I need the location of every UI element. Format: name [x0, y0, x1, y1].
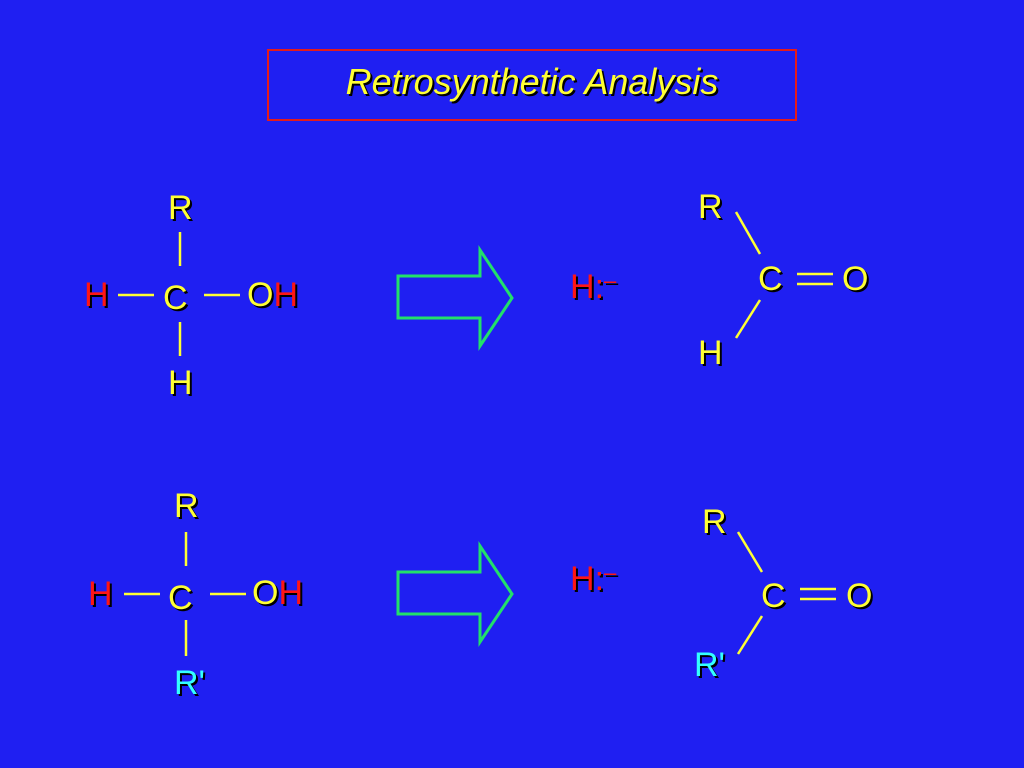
p2-oxygen: O — [846, 577, 873, 615]
bond-p2-r — [736, 531, 764, 573]
r2-reactant-bottom: R' — [174, 664, 206, 702]
title-box: Retrosynthetic Analysis — [267, 49, 797, 121]
retro-arrow-1 — [396, 245, 514, 351]
bond-p1-r — [734, 211, 762, 255]
r2-reactant-top: R — [174, 487, 199, 525]
bond-p1-h — [734, 299, 762, 339]
r1-reactant-bottom: H — [168, 364, 193, 402]
bond-p2-rprime — [736, 615, 764, 655]
r2-hydride-h: H — [570, 560, 595, 598]
r2-hydride: H:– — [570, 560, 617, 598]
slide-title: Retrosynthetic Analysis — [345, 61, 719, 102]
retro-arrow-2 — [396, 541, 514, 647]
r2-reactant-left-h: H — [88, 575, 113, 613]
r1-reactant-o: O — [247, 276, 274, 314]
r1-hydride-dots: : — [594, 268, 605, 306]
p1-oxygen: O — [842, 260, 869, 298]
r2-reactant-h: H — [278, 574, 304, 612]
r1-reactant-h: H — [273, 276, 299, 314]
p1-r: R — [698, 188, 723, 226]
p2-r: R — [702, 503, 727, 541]
r1-reactant-oh: OH — [247, 278, 298, 312]
r2-hydride-charge: – — [604, 560, 617, 585]
r1-hydride: H:– — [570, 268, 617, 306]
r2-reactant-carbon: C — [168, 579, 193, 617]
p2-carbon: C — [761, 577, 786, 615]
r1-hydride-charge: – — [604, 268, 617, 293]
r1-reactant-top: R — [168, 189, 193, 227]
r1-reactant-carbon: C — [163, 279, 188, 317]
r2-hydride-dots: : — [594, 560, 605, 598]
r2-reactant-oh: OH — [252, 576, 303, 610]
p1-carbon: C — [758, 260, 783, 298]
p1-h: H — [698, 334, 723, 372]
r1-hydride-h: H — [570, 268, 595, 306]
r1-reactant-left-h: H — [84, 276, 109, 314]
p2-rprime: R' — [694, 646, 726, 684]
r2-reactant-o: O — [252, 574, 279, 612]
